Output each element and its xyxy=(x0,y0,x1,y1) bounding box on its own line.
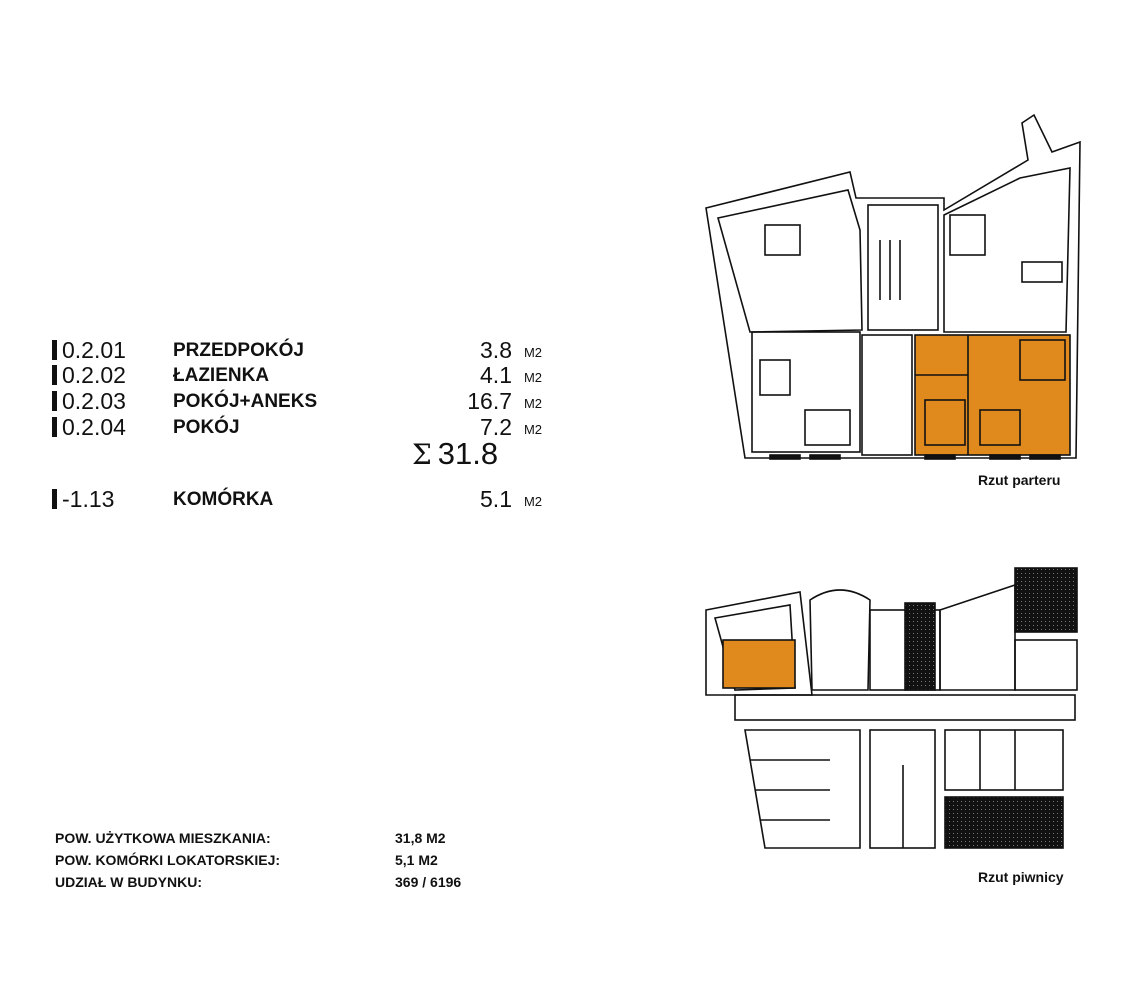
storage-row: -1.13 KOMÓRKA 5.1 M2 xyxy=(52,486,542,512)
room-marker xyxy=(52,489,57,509)
room-row: 0.2.04 POKÓJ 7.2 M2 xyxy=(52,414,542,440)
room-area: 3.8 xyxy=(480,337,512,363)
summary-value: 5,1 M2 xyxy=(395,852,438,868)
basement-plan xyxy=(705,567,1078,849)
hatched-area xyxy=(944,796,1064,849)
room-code: 0.2.04 xyxy=(62,414,126,440)
summary-label: UDZIAŁ W BUDYNKU: xyxy=(55,874,202,890)
room-row: 0.2.01 PRZEDPOKÓJ 3.8 M2 xyxy=(52,337,542,363)
room-name: KOMÓRKA xyxy=(173,489,274,510)
room-unit: M2 xyxy=(523,345,542,360)
room-area: 7.2 xyxy=(480,414,512,440)
room-unit: M2 xyxy=(523,422,542,437)
apartment-highlight xyxy=(914,334,1071,456)
room-marker xyxy=(52,365,57,385)
room-name: PRZEDPOKÓJ xyxy=(173,340,304,361)
room-area: 5.1 xyxy=(480,486,512,512)
room-code: 0.2.01 xyxy=(62,337,126,363)
room-area: 16.7 xyxy=(467,388,512,414)
room-code: -1.13 xyxy=(62,486,115,512)
room-unit: M2 xyxy=(523,396,542,411)
hatched-area xyxy=(904,602,936,691)
room-area: 4.1 xyxy=(480,362,512,388)
room-marker xyxy=(52,391,57,411)
basement-caption: Rzut piwnicy xyxy=(978,869,1064,885)
room-marker xyxy=(52,340,57,360)
room-row: 0.2.03 POKÓJ+ANEKS 16.7 M2 xyxy=(52,388,542,414)
storage-highlight xyxy=(722,639,796,689)
summary-label: POW. UŻYTKOWA MIESZKANIA: xyxy=(55,830,271,846)
room-row: 0.2.02 ŁAZIENKA 4.1 M2 xyxy=(52,362,542,388)
room-unit: M2 xyxy=(523,370,542,385)
ground-floor-caption: Rzut parteru xyxy=(978,472,1061,488)
room-unit: M2 xyxy=(523,494,542,509)
sum-value: 31.8 xyxy=(437,436,499,471)
room-code: 0.2.02 xyxy=(62,362,126,388)
summary-label: POW. KOMÓRKI LOKATORSKIEJ: xyxy=(55,852,281,868)
room-marker xyxy=(52,417,57,437)
room-name: POKÓJ xyxy=(173,417,240,438)
ground-floor-plan xyxy=(705,113,1081,460)
sigma-symbol: Σ xyxy=(412,438,432,471)
hatched-area xyxy=(1014,567,1078,633)
room-code: 0.2.03 xyxy=(62,388,126,414)
summary-value: 369 / 6196 xyxy=(395,874,462,890)
summary-value: 31,8 M2 xyxy=(395,830,446,846)
room-name: ŁAZIENKA xyxy=(173,365,270,386)
room-name: POKÓJ+ANEKS xyxy=(173,391,318,412)
